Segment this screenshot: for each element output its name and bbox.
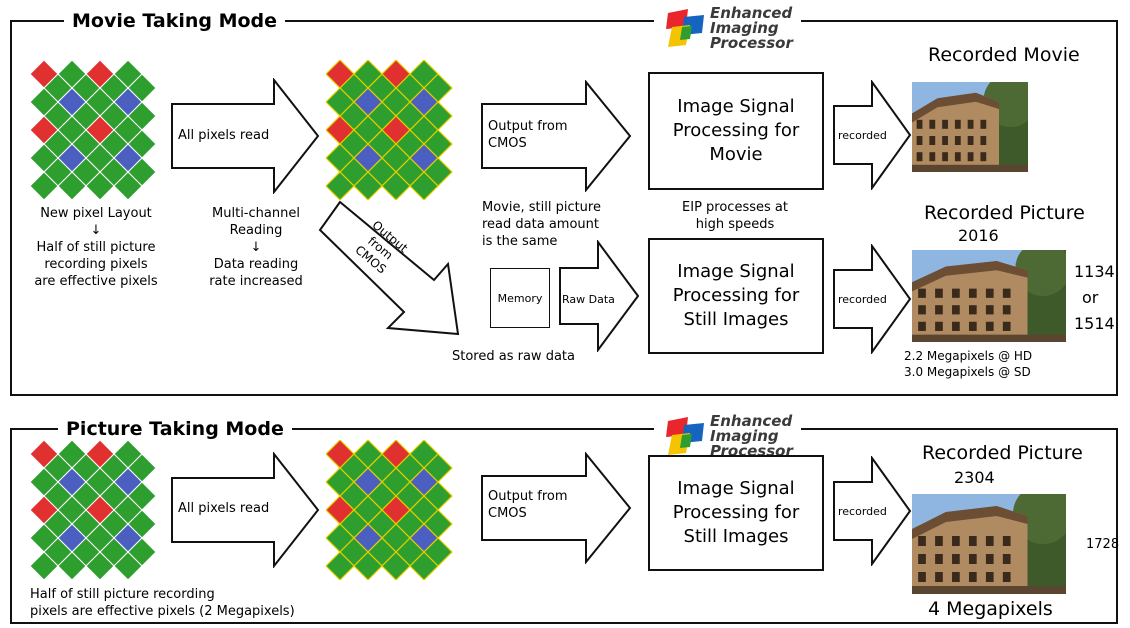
new-pixel-layout-caption: New pixel Layout ↓ Half of still picture… <box>34 206 158 289</box>
logo-line-3: Processor <box>710 442 793 460</box>
picture-all-pixels-read-label: All pixels read <box>178 501 270 516</box>
green-pixel <box>85 171 115 200</box>
picture-sensor-layout <box>30 440 157 580</box>
picture-sensor-caption: Half of still picture recording pixels a… <box>30 587 295 619</box>
green-pixel <box>30 171 59 200</box>
green-pixel <box>326 171 355 200</box>
building-photo <box>912 82 1028 172</box>
building-photo <box>912 494 1066 594</box>
green-pixel <box>409 551 439 580</box>
output-from-cmos-diagonal-arrow <box>318 200 460 336</box>
green-pixel <box>381 171 411 200</box>
building-photo <box>912 250 1066 342</box>
picture-megapixels-label: 4 Megapixels <box>928 598 1053 620</box>
picture-recorded-label: recorded <box>838 505 887 518</box>
green-pixel <box>85 551 115 580</box>
green-pixel <box>353 171 383 200</box>
recorded-movie-heading: Recorded Movie <box>928 44 1080 66</box>
picture-height-label: 1728 <box>1086 537 1120 552</box>
movie-panel-title: Movie Taking Mode <box>64 10 286 32</box>
logo-line-1: Enhanced <box>710 4 793 22</box>
movie-taking-mode-panel: Movie Taking Mode Enhanced Imaging Proce… <box>10 6 1118 396</box>
green-pixel <box>326 551 355 580</box>
eip-logo-picture: Enhanced Imaging Processor <box>654 414 801 459</box>
picture-all-pixels-read-arrow <box>171 452 320 568</box>
green-pixel <box>113 551 143 580</box>
eip-logo-icon <box>666 416 704 455</box>
picture-isp-still-box: Image Signal Processing for Still Images <box>648 455 824 571</box>
green-pixel <box>113 171 143 200</box>
picture-height-a-label: 1134 <box>1074 262 1115 281</box>
picture-taking-mode-panel: Picture Taking Mode Enhanced Imaging Pro… <box>10 414 1118 624</box>
megapixel-notes: 2.2 Megapixels @ HD 3.0 Megapixels @ SD <box>904 349 1033 379</box>
stored-as-raw-caption: Stored as raw data <box>452 349 575 364</box>
same-data-amount-caption: Movie, still picture read data amount is… <box>482 200 601 249</box>
recorded-picture-image <box>912 250 1066 342</box>
recorded-movie-image <box>912 82 1028 172</box>
logo-line-1: Enhanced <box>710 412 793 430</box>
isp-still-box: Image Signal Processing for Still Images <box>648 238 824 354</box>
green-pixel <box>409 171 439 200</box>
isp-movie-box: Image Signal Processing for Movie <box>648 72 824 190</box>
picture-all-pixels-sensor <box>326 440 453 580</box>
output-from-cmos-label: Output from CMOS <box>488 119 568 151</box>
eip-logo-icon <box>666 8 704 47</box>
eip-logo: Enhanced Imaging Processor <box>654 6 801 51</box>
raw-data-arrow <box>559 240 640 352</box>
recorded-picture-arrow <box>833 244 912 354</box>
new-pixel-layout-sensor <box>30 60 157 200</box>
picture-output-from-cmos-label: Output from CMOS <box>488 489 568 521</box>
picture-width-label: 2016 <box>958 226 999 245</box>
all-pixels-read-arrow <box>171 78 320 194</box>
recorded-picture-label: recorded <box>838 293 887 306</box>
all-pixels-read-sensor <box>326 60 453 200</box>
recorded-movie-arrow <box>833 80 912 190</box>
output-from-cmos-arrow <box>481 80 632 192</box>
logo-line-2: Imaging <box>710 427 779 445</box>
picture-or-label: or <box>1082 288 1099 307</box>
eip-speed-caption: EIP processes at high speeds <box>682 200 788 232</box>
green-pixel <box>57 551 87 580</box>
green-pixel <box>57 171 87 200</box>
logo-line-3: Processor <box>710 34 793 52</box>
raw-data-label: Raw Data <box>562 293 615 306</box>
picture-height-b-label: 1514 <box>1074 314 1115 333</box>
green-pixel <box>30 551 59 580</box>
all-pixels-read-label: All pixels read <box>178 128 270 143</box>
picture-recorded-arrow <box>833 456 912 566</box>
picture-output-from-cmos-arrow <box>481 452 632 564</box>
logo-line-2: Imaging <box>710 19 779 37</box>
picture-recorded-image <box>912 494 1066 594</box>
picture-width-label: 2304 <box>954 468 995 487</box>
memory-box: Memory <box>490 268 550 328</box>
green-pixel <box>353 551 383 580</box>
multichannel-reading-caption: Multi-channel Reading ↓ Data reading rat… <box>209 206 303 289</box>
green-pixel <box>381 551 411 580</box>
picture-recorded-heading: Recorded Picture <box>922 442 1083 464</box>
recorded-picture-heading: Recorded Picture <box>924 202 1085 224</box>
picture-panel-title: Picture Taking Mode <box>58 418 292 440</box>
recorded-movie-label: recorded <box>838 129 887 142</box>
